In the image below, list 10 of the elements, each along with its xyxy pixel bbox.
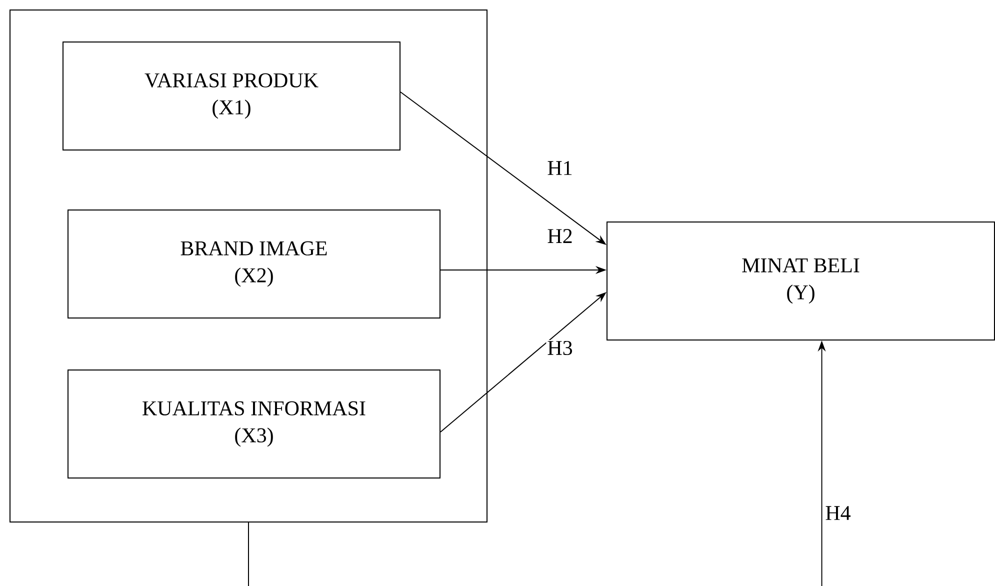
variable-box: MINAT BELI (Y) — [606, 222, 995, 340]
connector-line — [248, 522, 249, 586]
edge-label: H3 — [546, 340, 574, 356]
edge-label: H4 — [824, 505, 852, 521]
variable-box: KUALITAS INFORMASI (X3) — [68, 370, 440, 478]
framework-box — [10, 10, 488, 522]
edge-label: H2 — [546, 228, 574, 244]
variable-box: BRAND IMAGE (X2) — [68, 210, 440, 318]
variable-box: VARIASI PRODUK (X1) — [62, 42, 400, 150]
edge-label: H1 — [546, 160, 574, 176]
